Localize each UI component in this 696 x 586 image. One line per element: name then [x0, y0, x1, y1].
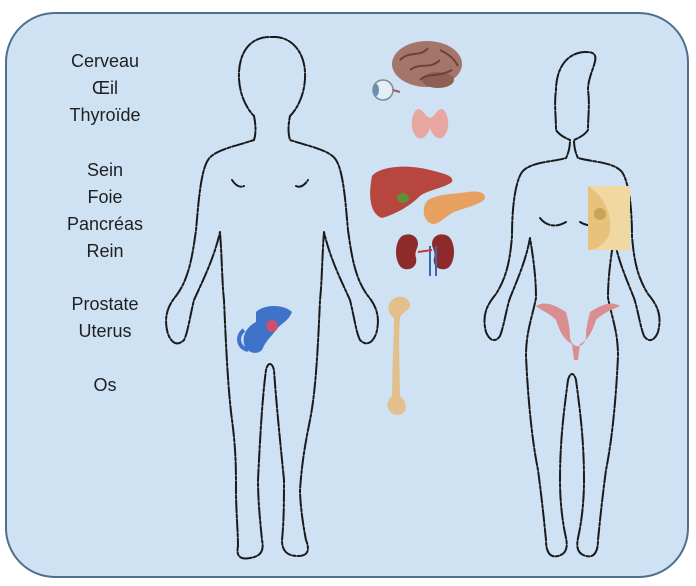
brain-illustration: [392, 41, 462, 88]
uterus-illustration: [536, 304, 620, 360]
eye-illustration: [373, 80, 400, 100]
thyroid-illustration: [412, 109, 449, 138]
breast-illustration: [588, 186, 630, 250]
female-body-outline: [484, 52, 659, 556]
kidney-illustration: [396, 234, 454, 276]
male-body-outline: [166, 37, 378, 559]
pancreas-illustration: [424, 191, 485, 224]
prostate-illustration: [239, 306, 292, 353]
bone-illustration: [387, 297, 410, 415]
